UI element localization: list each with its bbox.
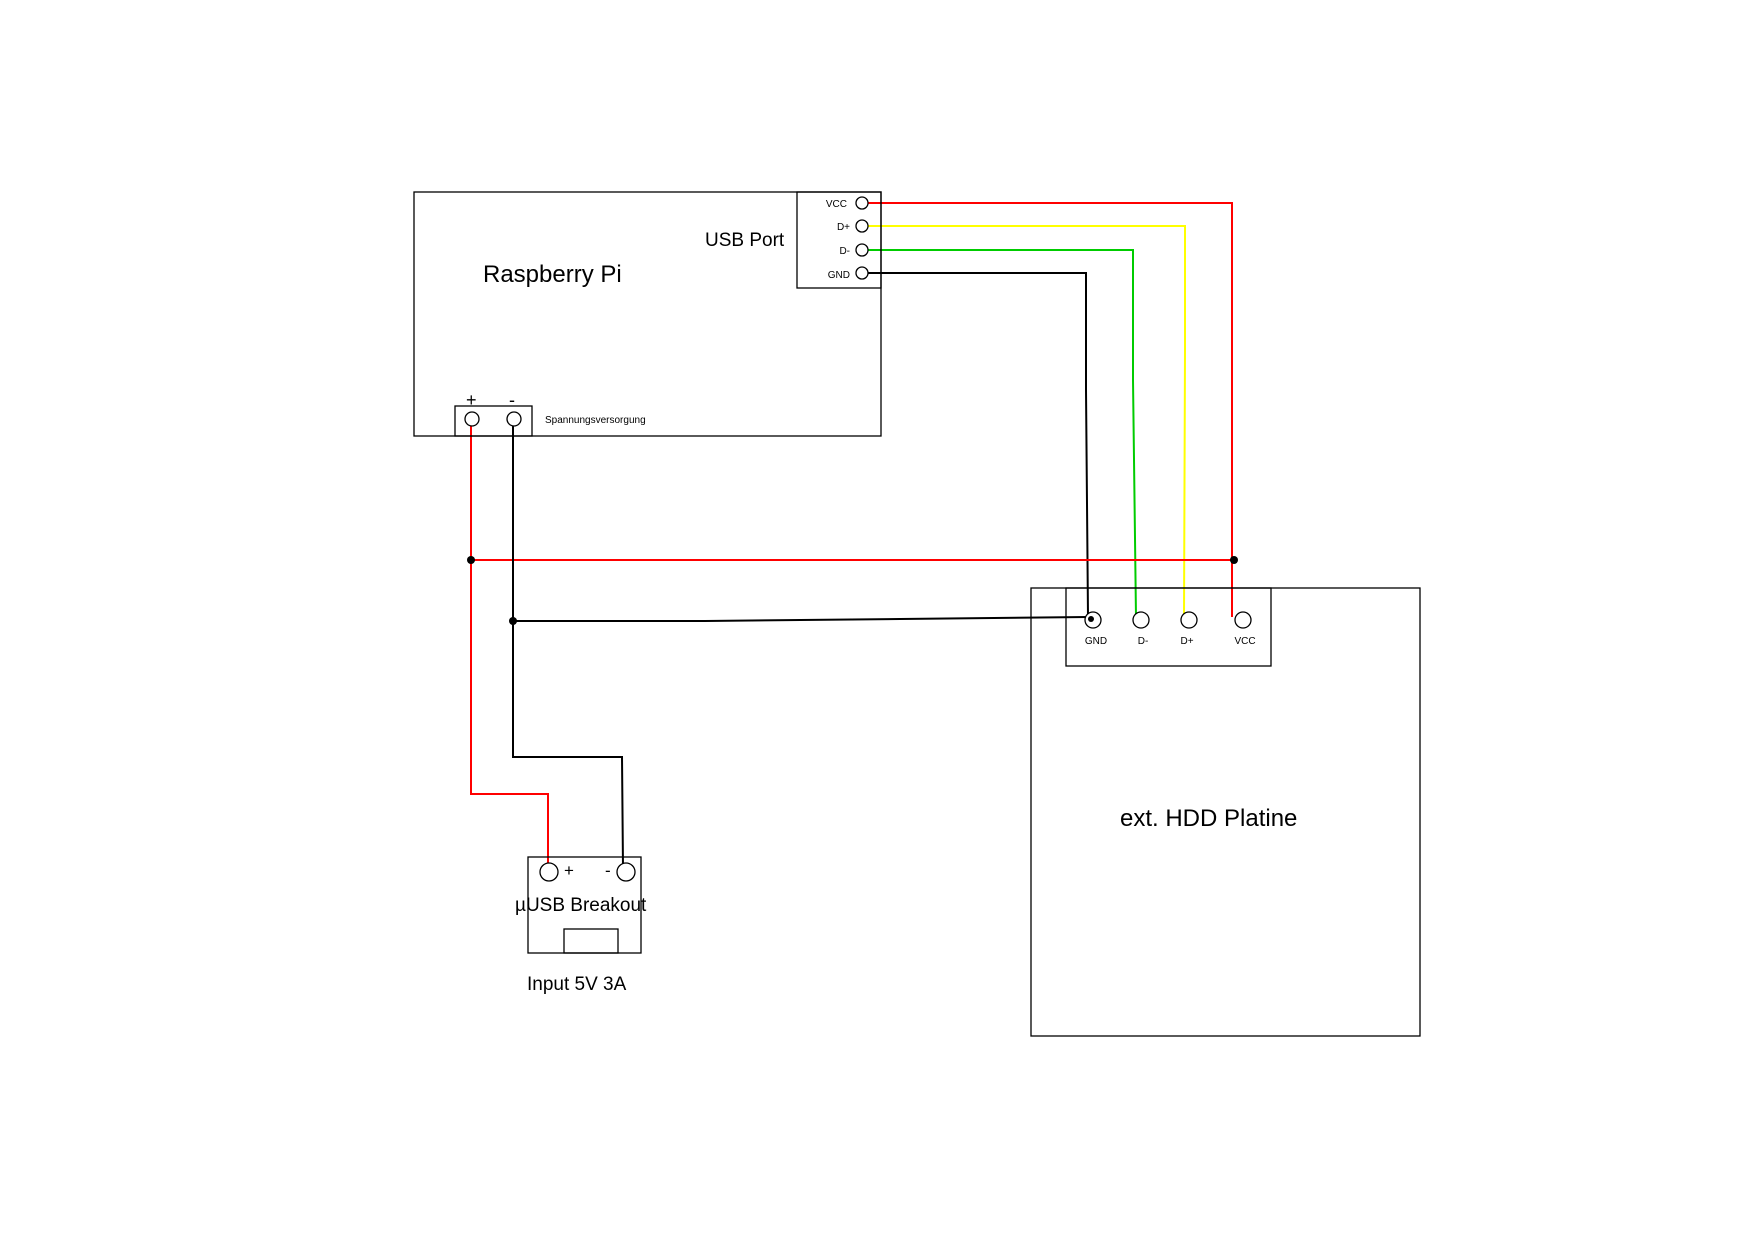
usb-port-label: USB Port	[705, 230, 785, 251]
wire-pi-minus	[512, 418, 624, 869]
raspberry-pi-title: Raspberry Pi	[483, 261, 622, 288]
breakout-minus-label: -	[605, 861, 611, 880]
raspberry-pi: Raspberry Pi USB Port VCC D+ D- GND + - …	[413, 191, 882, 437]
pi-power-minus-label: -	[509, 390, 515, 410]
usb-breakout: + - µUSB Breakout Input 5V 3A	[515, 856, 647, 995]
usb-pin-label-vcc: VCC	[826, 199, 847, 210]
pi-power-pin-minus	[506, 411, 522, 427]
hdd-pin-label-d-plus: D+	[1180, 636, 1193, 647]
breakout-caption: Input 5V 3A	[527, 974, 627, 995]
pi-power-label: Spannungsversorgung	[545, 415, 646, 426]
usb-pin-d-minus	[855, 243, 869, 257]
usb-pin-label-gnd: GND	[828, 270, 850, 281]
junction-ground	[509, 617, 517, 625]
hdd-pin-label-vcc: VCC	[1234, 636, 1255, 647]
junction-plus-left	[467, 556, 475, 564]
usb-pin-d-plus	[855, 219, 869, 233]
usb-pin-gnd	[855, 266, 869, 280]
hdd-pin-d-minus	[1132, 611, 1150, 629]
hdd-usb-header	[1065, 587, 1272, 667]
hdd-pin-d-plus	[1180, 611, 1198, 629]
wires	[470, 202, 1233, 869]
hdd-pin-vcc	[1234, 611, 1252, 629]
wire-usb-gnd	[860, 272, 1089, 618]
junction-plus-right	[1230, 556, 1238, 564]
wire-usb-d-minus	[860, 249, 1137, 618]
usb-port-block	[796, 191, 882, 289]
usb-pin-vcc	[855, 196, 869, 210]
breakout-plus-label: +	[564, 861, 574, 880]
hdd-board: GND D- D+ VCC ext. HDD Platine	[1030, 587, 1421, 1037]
pi-power-plus-label: +	[466, 390, 477, 410]
hdd-board-title: ext. HDD Platine	[1120, 805, 1297, 832]
pi-power-connector	[454, 405, 533, 437]
raspberry-pi-board	[413, 191, 882, 437]
breakout-title: µUSB Breakout	[515, 895, 647, 916]
usb-pin-label-d-minus: D-	[839, 246, 850, 257]
breakout-pin-minus	[616, 862, 636, 882]
wire-usb-vcc	[860, 202, 1233, 617]
wire-usb-d-plus	[860, 225, 1186, 618]
wire-ground-bus	[513, 616, 1089, 622]
usb-pin-label-d-plus: D+	[837, 222, 850, 233]
hdd-pin-gnd-dot	[1088, 616, 1094, 622]
breakout-pin-plus	[539, 862, 559, 882]
usb-breakout-socket	[563, 928, 619, 954]
hdd-pin-label-gnd: GND	[1085, 636, 1107, 647]
pi-power-pin-plus	[464, 411, 480, 427]
hdd-pin-label-d-minus: D-	[1138, 636, 1149, 647]
wire-pi-plus	[470, 418, 549, 868]
